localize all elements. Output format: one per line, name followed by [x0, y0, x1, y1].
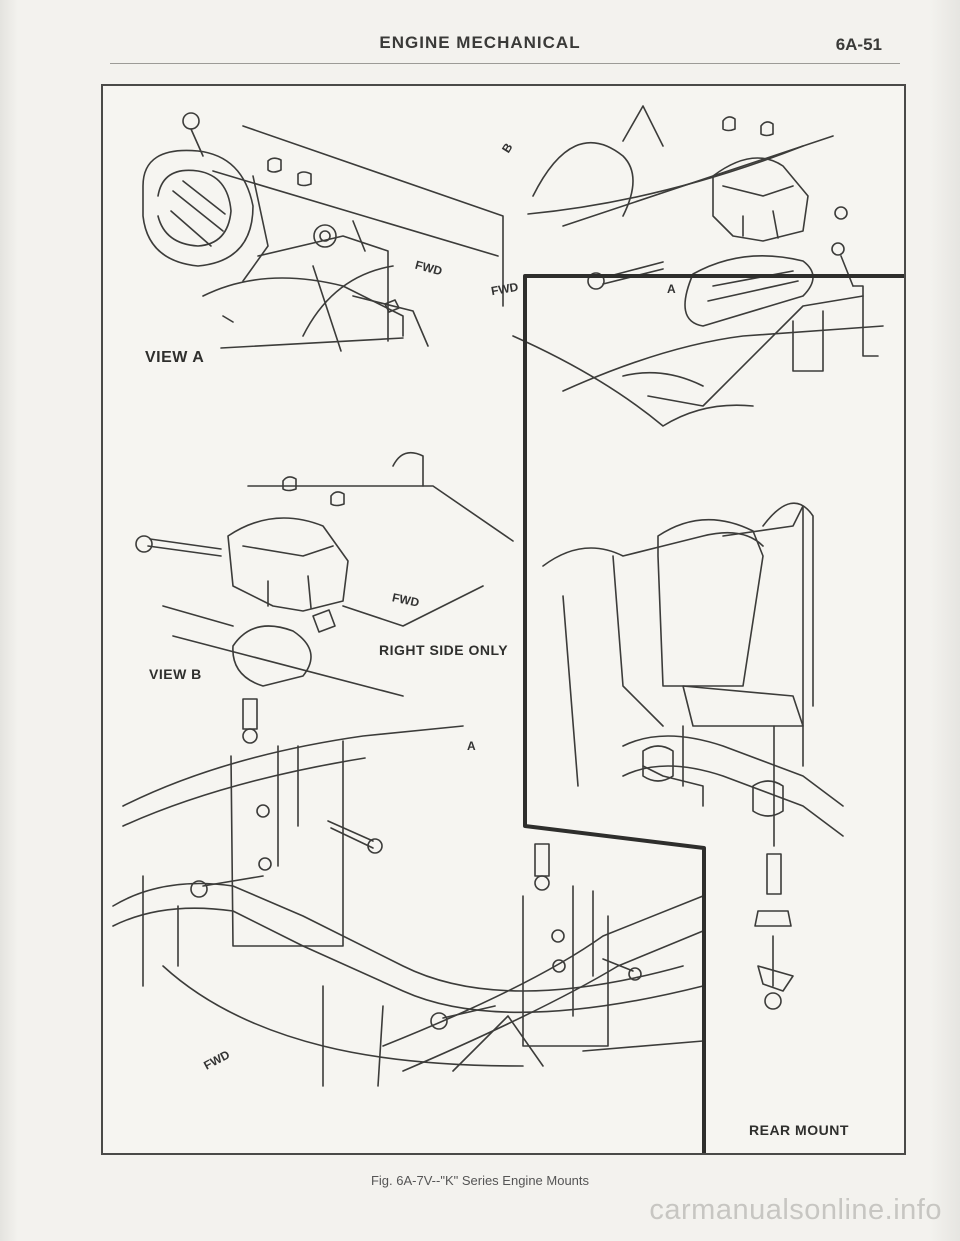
view-a-drawing: [142, 112, 504, 352]
header-divider: [110, 63, 900, 64]
rear-mount-label: REAR MOUNT: [749, 1122, 849, 1138]
rear-mount-panel-border: [523, 274, 904, 1153]
view-a-arrow-label: A: [667, 282, 676, 296]
view-b-label: VIEW B: [149, 666, 202, 682]
view-a-label: VIEW A: [145, 349, 205, 366]
front-mount-lower-drawing: [112, 698, 704, 1087]
view-a-arrow-label: A: [467, 739, 476, 753]
top-right-engine-drawing: [512, 105, 884, 427]
frame-bracket-drawing: [382, 843, 704, 1072]
figure-caption: Fig. 6A-7V--"K" Series Engine Mounts: [370, 1173, 590, 1188]
page-title: ENGINE MECHANICAL: [379, 33, 581, 52]
rear-mount-drawing: [542, 502, 844, 1010]
watermark: carmanualsonline.info: [649, 1194, 942, 1226]
view-b-drawing: [135, 451, 514, 697]
right-side-only-label: RIGHT SIDE ONLY: [379, 642, 509, 658]
engine-mount-illustration: [112, 105, 904, 1153]
engine-mount-figure: VIEW A VIEW B RIGHT SIDE ONLY REAR MOUNT…: [101, 84, 906, 1155]
page-number: 6A-51: [835, 35, 882, 54]
